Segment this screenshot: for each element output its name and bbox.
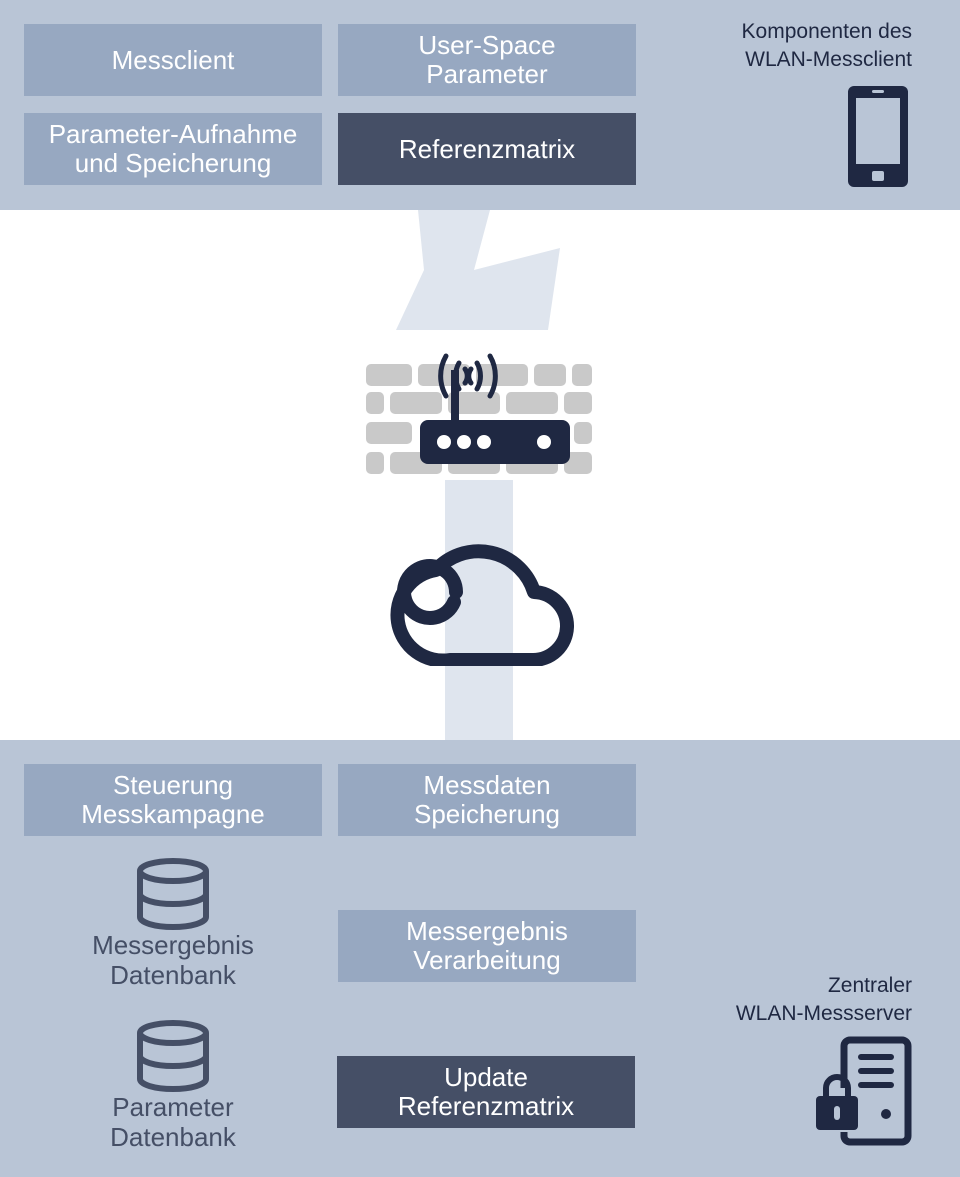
parameter-aufnahme-box: Parameter-Aufnahme und Speicherung bbox=[24, 113, 322, 185]
secure-server-icon bbox=[814, 1036, 912, 1146]
server-label: Zentraler WLAN-Messserver bbox=[735, 974, 912, 1025]
client-section: Messclient User-Space Parameter Paramete… bbox=[0, 0, 960, 210]
database-icon bbox=[137, 1020, 209, 1092]
server-section: Steuerung Messkampagne Messdaten Speiche… bbox=[0, 740, 960, 1177]
smartphone-icon bbox=[848, 86, 908, 187]
user-space-parameter-box: User-Space Parameter bbox=[338, 24, 636, 96]
client-label: Komponenten des WLAN-Messclient bbox=[741, 20, 912, 71]
wifi-router-icon bbox=[420, 353, 570, 464]
messclient-box: Messclient bbox=[24, 24, 322, 96]
database-icon bbox=[137, 858, 209, 930]
lightning-icon bbox=[396, 210, 560, 330]
messergebnis-verarbeitung-box: Messergebnis Verarbeitung bbox=[338, 910, 636, 982]
steuerung-messkampagne-box: Steuerung Messkampagne bbox=[24, 764, 322, 836]
cloud-icon bbox=[390, 544, 574, 666]
referenzmatrix-box: Referenzmatrix bbox=[338, 113, 636, 185]
messergebnis-datenbank-label: Messergebnis Datenbank bbox=[92, 930, 254, 990]
update-referenzmatrix-box: Update Referenzmatrix bbox=[337, 1056, 635, 1128]
messdaten-speicherung-box: Messdaten Speicherung bbox=[338, 764, 636, 836]
parameter-datenbank-label: Parameter Datenbank bbox=[110, 1092, 236, 1152]
